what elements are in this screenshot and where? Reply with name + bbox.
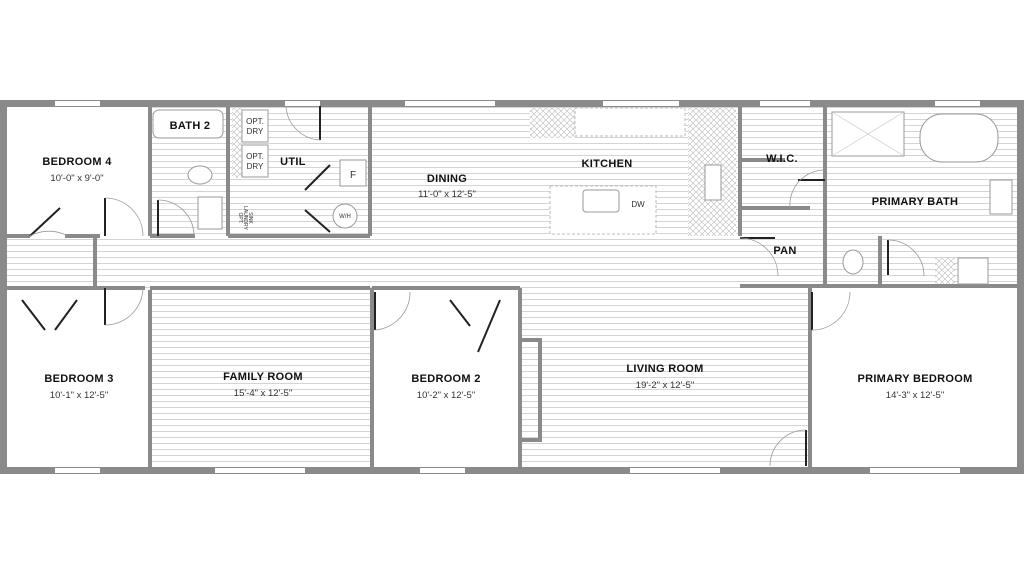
exterior-walls <box>0 100 1024 474</box>
range-icon <box>704 164 722 201</box>
dining-size: 11'-0" x 12'-5" <box>418 189 476 200</box>
wic-name: W.I.C. <box>766 153 798 165</box>
primary-bedroom-size: 14'-3" x 12'-5" <box>886 390 944 401</box>
water-heater-label: W/H <box>339 214 351 220</box>
furnace-icon <box>339 159 367 187</box>
bedroom-2-size: 10'-2" x 12'-5" <box>417 390 475 401</box>
bedroom-2-name: BEDROOM 2 <box>411 373 480 385</box>
bedroom-4-name: BEDROOM 4 <box>42 156 112 168</box>
family-room-size: 15'-4" x 12'-5" <box>234 388 292 399</box>
toilet-icon <box>842 249 864 275</box>
room-labels: BEDROOM 4 10'-0" x 9'-0" BATH 2 OPT. DRY… <box>42 117 972 401</box>
bath-2-name: BATH 2 <box>170 120 211 132</box>
freestanding-tub-icon <box>919 113 999 163</box>
bedroom-3-size: 10'-1" x 12'-5" <box>50 390 108 401</box>
opt-dry-1-label: OPT. <box>246 117 264 126</box>
bedroom-3-name: BEDROOM 3 <box>44 373 113 385</box>
doors <box>21 105 925 467</box>
svg-text:SINK: SINK <box>247 212 253 224</box>
bedroom-4-size: 10'-0" x 9'-0" <box>50 173 103 184</box>
primary-bath-name: PRIMARY BATH <box>872 196 959 208</box>
bathtub-icon <box>152 109 224 139</box>
kitchen-name: KITCHEN <box>582 158 633 170</box>
dishwasher-label: DW <box>631 200 645 209</box>
util-name: UTIL <box>280 156 306 168</box>
living-room-size: 19'-2" x 12'-5" <box>636 380 694 391</box>
svg-text:LAUNDRY: LAUNDRY <box>242 206 248 230</box>
toilet-icon <box>187 165 213 185</box>
vanity-icon <box>957 257 989 285</box>
sink-icon <box>582 189 620 213</box>
water-heater-icon <box>332 203 358 229</box>
dining-name: DINING <box>427 173 467 185</box>
kitchen-counters: DW <box>530 107 736 236</box>
pantry-name: PAN <box>773 245 796 257</box>
living-room-name: LIVING ROOM <box>626 363 703 375</box>
laundry-sink-label: OPT. LAUNDRY SINK <box>237 206 253 230</box>
fixtures <box>152 108 1013 285</box>
opt-dry-2-label: OPT. <box>246 152 264 161</box>
furnace-label: F <box>350 170 356 181</box>
vanity-icon <box>989 179 1013 215</box>
vanity-icon <box>197 196 223 230</box>
primary-bedroom-name: PRIMARY BEDROOM <box>857 373 972 385</box>
family-room-name: FAMILY ROOM <box>223 371 303 383</box>
opt-dry-2-label: DRY <box>247 162 264 171</box>
svg-text:OPT.: OPT. <box>237 212 243 223</box>
interior-walls <box>5 106 1017 467</box>
opt-dry-1-label: DRY <box>247 127 264 136</box>
